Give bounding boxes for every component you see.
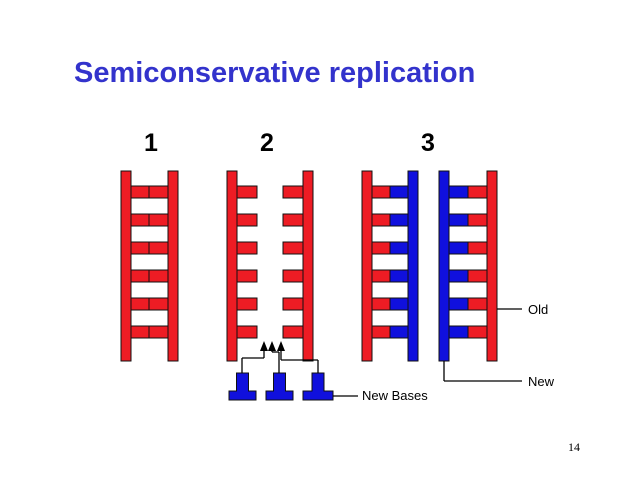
rung-new-half <box>389 185 409 199</box>
step-number-3: 3 <box>421 129 435 157</box>
rung-right-half <box>148 241 169 255</box>
rung-old-half <box>467 213 488 227</box>
rung-new-half <box>448 297 469 311</box>
rung-new-half <box>448 269 469 283</box>
step-number-1: 1 <box>144 129 158 157</box>
strand-old <box>361 170 373 362</box>
left-strand-old <box>226 170 238 362</box>
rung-old-half <box>371 269 391 283</box>
rung-new-half <box>389 213 409 227</box>
rung-left-half <box>130 241 150 255</box>
strand-new <box>407 170 419 362</box>
rung-old-half <box>371 297 391 311</box>
parent-dna-ladder <box>120 170 179 362</box>
rung-right-half <box>148 297 169 311</box>
rung-old-half <box>467 269 488 283</box>
rung-right-half <box>148 213 169 227</box>
half-rung <box>282 325 304 339</box>
new-base-icon <box>228 372 257 401</box>
arrow-up-icon <box>260 341 268 351</box>
left-strand-old <box>120 170 132 362</box>
slide-title: Semiconservative replication <box>74 57 476 89</box>
rung-new-half <box>448 213 469 227</box>
arrow-up-icon <box>277 341 285 351</box>
rung-old-half <box>467 241 488 255</box>
rung-right-half <box>148 185 169 199</box>
half-rung <box>282 269 304 283</box>
rung-new-half <box>389 269 409 283</box>
new-strand-label: New <box>528 374 555 389</box>
half-rung <box>236 325 258 339</box>
new-base-icon <box>265 372 294 401</box>
rung-left-half <box>130 213 150 227</box>
half-rung <box>282 213 304 227</box>
half-rung <box>282 185 304 199</box>
half-rung <box>236 241 258 255</box>
half-rung <box>236 213 258 227</box>
rung-right-half <box>148 269 169 283</box>
rung-left-half <box>130 297 150 311</box>
rung-new-half <box>389 241 409 255</box>
rung-right-half <box>148 325 169 339</box>
arrow-up-icon <box>268 341 276 351</box>
rung-old-half <box>371 213 391 227</box>
rung-new-half <box>448 325 469 339</box>
rung-old-half <box>467 325 488 339</box>
new-bases-label: New Bases <box>362 388 428 403</box>
rung-old-half <box>371 325 391 339</box>
old-strand-label: Old <box>528 302 549 317</box>
rung-new-half <box>389 297 409 311</box>
strand-new <box>438 170 450 362</box>
half-rung <box>236 297 258 311</box>
daughter-dna-ladders <box>361 170 498 362</box>
rung-old-half <box>371 185 391 199</box>
right-strand-old <box>167 170 179 362</box>
rung-left-half <box>130 269 150 283</box>
half-rung <box>282 241 304 255</box>
rung-new-half <box>448 241 469 255</box>
half-rung <box>236 269 258 283</box>
step-number-2: 2 <box>260 129 274 157</box>
rung-old-half <box>467 297 488 311</box>
rung-left-half <box>130 185 150 199</box>
rung-old-half <box>467 185 488 199</box>
new-base-icon <box>302 372 334 401</box>
page-number: 14 <box>568 440 580 454</box>
half-rung <box>236 185 258 199</box>
rung-new-half <box>389 325 409 339</box>
label-leader-lines <box>241 308 522 397</box>
rung-old-half <box>371 241 391 255</box>
new-bases-group <box>228 372 334 401</box>
right-strand-old <box>302 170 314 362</box>
rung-left-half <box>130 325 150 339</box>
half-rung <box>282 297 304 311</box>
rung-new-half <box>448 185 469 199</box>
strand-old <box>486 170 498 362</box>
separated-strands <box>226 170 314 362</box>
